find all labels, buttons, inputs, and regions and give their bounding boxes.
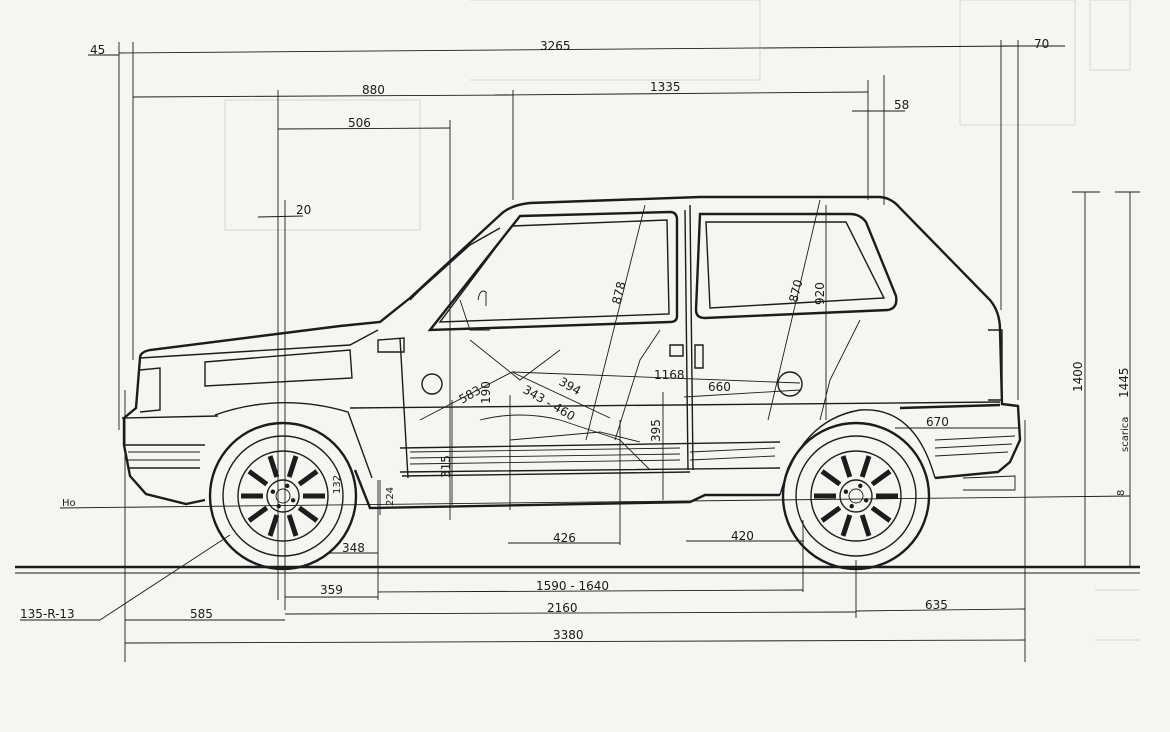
front-wheel bbox=[208, 421, 358, 571]
wheel-spoke bbox=[247, 505, 269, 523]
dim-58: 58 bbox=[894, 98, 909, 112]
dim-920: 920 bbox=[813, 282, 827, 305]
wheel-spoke bbox=[247, 469, 269, 487]
car-body-outline bbox=[121, 195, 1022, 510]
dim-426: 426 bbox=[553, 531, 576, 545]
dim-635: 635 bbox=[925, 598, 948, 612]
wheel-spoke bbox=[820, 469, 842, 487]
vertical-reference-lines bbox=[118, 40, 1026, 662]
dim-395: 395 bbox=[649, 419, 663, 442]
dim-420: 420 bbox=[731, 529, 754, 543]
ground-mark-right: 8 bbox=[1116, 490, 1127, 496]
dim-348: 348 bbox=[342, 541, 365, 555]
wheel-spoke bbox=[297, 469, 319, 487]
dim-1400: 1400 bbox=[1071, 361, 1085, 392]
dim-880: 880 bbox=[362, 83, 385, 97]
ground-line bbox=[15, 495, 1140, 574]
dim-660: 660 bbox=[708, 380, 731, 394]
dim-45: 45 bbox=[90, 43, 105, 57]
dimension-lines bbox=[20, 45, 1140, 644]
dim-878: 878 bbox=[609, 280, 628, 306]
dim-track: 1590 - 1640 bbox=[536, 579, 609, 593]
dim-585: 585 bbox=[190, 607, 213, 621]
wheel-spoke bbox=[820, 505, 842, 523]
dim-70: 70 bbox=[1034, 37, 1049, 51]
dim-1335: 1335 bbox=[650, 80, 681, 94]
dim-506: 506 bbox=[348, 116, 371, 130]
dim-359: 359 bbox=[320, 583, 343, 597]
dim-224: 224 bbox=[385, 487, 396, 506]
wheel-bolt bbox=[858, 483, 863, 489]
dim-315: 315 bbox=[439, 455, 453, 478]
wheel-bolt bbox=[849, 503, 854, 509]
wheel-bolt bbox=[270, 489, 276, 494]
dim-1445-note: scarica bbox=[1120, 417, 1131, 452]
wheel-spoke bbox=[870, 469, 892, 487]
ground-mark-left: Ho bbox=[62, 498, 76, 509]
wheel-spoke bbox=[286, 455, 299, 478]
wheel-spoke bbox=[297, 505, 319, 523]
wheel-bolt bbox=[843, 489, 849, 494]
wheel-bolt bbox=[285, 483, 290, 489]
dim-870: 870 bbox=[786, 278, 805, 304]
wheel-bolt bbox=[276, 503, 281, 509]
dim-20: 20 bbox=[296, 203, 311, 217]
wheel-spoke bbox=[840, 514, 853, 537]
wheel-bolt bbox=[290, 498, 296, 503]
wheel-spoke bbox=[267, 455, 280, 478]
wheel-spoke bbox=[870, 505, 892, 523]
dim-132: 132 bbox=[332, 475, 343, 494]
dim-2160: 2160 bbox=[547, 601, 578, 615]
dim-670: 670 bbox=[926, 415, 949, 429]
dim-3380: 3380 bbox=[553, 628, 584, 642]
wheel-spoke bbox=[286, 514, 299, 537]
wheel-bolt bbox=[863, 498, 869, 503]
background-ghost-marks bbox=[224, 0, 1140, 641]
rear-wheel bbox=[781, 421, 931, 571]
dim-190: 190 bbox=[479, 381, 493, 404]
dimension-labels: 45 3265 70 880 1335 506 58 20 1400 1445 … bbox=[20, 37, 1131, 642]
dim-1168: 1168 bbox=[654, 368, 685, 382]
dim-3265: 3265 bbox=[540, 39, 571, 53]
wheel-spoke bbox=[859, 455, 872, 478]
wheel-spoke bbox=[859, 514, 872, 537]
wheel-spoke bbox=[267, 514, 280, 537]
wheel-spoke bbox=[840, 455, 853, 478]
tyre-size-label: 135-R-13 bbox=[20, 607, 75, 621]
dim-1445: 1445 bbox=[1117, 367, 1131, 398]
